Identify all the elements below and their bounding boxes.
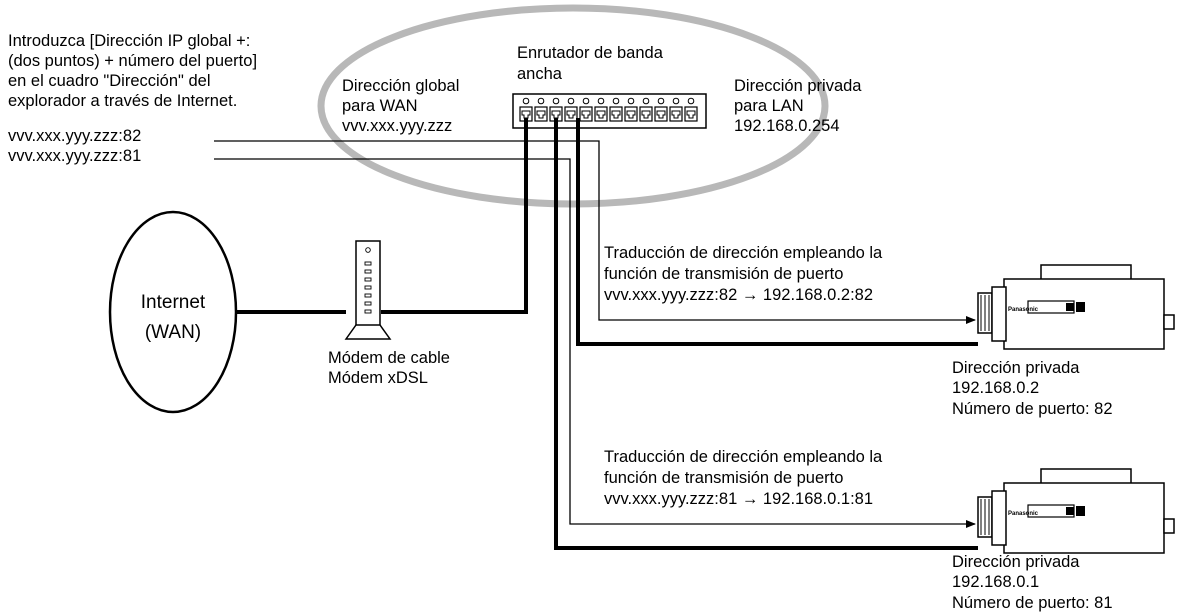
- thick-cables: [236, 118, 978, 550]
- wan-address-line-2: para WAN: [342, 97, 418, 115]
- translation-82-line-1: Traducción de dirección empleando la: [604, 244, 883, 262]
- lan-address-line-1: Dirección privada: [734, 77, 862, 95]
- translation-81-line-3: vvv.xxx.yyy.zzz:81 → 192.168.0.1:81: [604, 490, 873, 508]
- router-led-row: [522, 97, 695, 105]
- camera-bottom-ip: 192.168.0.1: [952, 573, 1039, 591]
- modem-label-line-1: Módem de cable: [328, 349, 450, 367]
- lan-address-line-3: 192.168.0.254: [734, 117, 840, 135]
- router-label-line-1: Enrutador de banda: [517, 44, 664, 62]
- cable-router-to-camera-81: [554, 118, 978, 550]
- camera-top-address-label: Dirección privada: [952, 359, 1080, 377]
- camera-bottom-address-label: Dirección privada: [952, 553, 1080, 571]
- camera-bottom: Panasonic: [977, 468, 1175, 554]
- translation-82-line-2: función de transmisión de puerto: [604, 265, 843, 283]
- lan-address-line-2: para LAN: [734, 97, 804, 115]
- url-port-82: vvv.xxx.yyy.zzz:82: [8, 127, 141, 145]
- internet-oval: [108, 210, 238, 414]
- broadband-router: [512, 93, 707, 129]
- url-port-81: vvv.xxx.yyy.zzz:81: [8, 147, 141, 165]
- instructions-line-2: (dos puntos) + número del puerto]: [8, 52, 257, 70]
- cable-router-to-camera-82: [576, 118, 978, 346]
- internet-sub-label: (WAN): [145, 322, 201, 343]
- instructions-line-4: explorador a través de Internet.: [8, 92, 237, 110]
- translation-81-line-1: Traducción de dirección empleando la: [604, 448, 883, 466]
- translation-82-line-3: vvv.xxx.yyy.zzz:82 → 192.168.0.2:82: [604, 286, 873, 304]
- wan-address-line-3: vvv.xxx.yyy.zzz: [342, 117, 452, 135]
- wan-address-line-1: Dirección global: [342, 77, 459, 95]
- camera-top: Panasonic: [977, 264, 1175, 350]
- camera-bottom-port: Número de puerto: 81: [952, 594, 1113, 612]
- camera-top-ip: 192.168.0.2: [952, 379, 1039, 397]
- camera-bottom-brand: Panasonic: [1008, 511, 1039, 517]
- cable-router-to-modem: [381, 118, 528, 314]
- instructions-line-1: Introduzca [Dirección IP global +:: [8, 32, 250, 50]
- logical-paths: [214, 140, 976, 528]
- translation-81-line-2: función de transmisión de puerto: [604, 469, 843, 487]
- path-port-81: [214, 158, 976, 528]
- modem-label-line-2: Módem xDSL: [328, 369, 428, 387]
- modem-device: [344, 240, 392, 340]
- router-label-line-2: ancha: [517, 65, 563, 83]
- camera-top-port: Número de puerto: 82: [952, 400, 1113, 418]
- instructions-line-3: en el cuadro "Dirección" del: [8, 72, 211, 90]
- instructions-block: Introduzca [Dirección IP global +: (dos …: [8, 32, 257, 110]
- router-highlight-ellipse: [317, 4, 829, 208]
- internet-label: Internet: [141, 292, 206, 313]
- path-port-82: [214, 140, 976, 324]
- camera-top-brand: Panasonic: [1008, 307, 1039, 313]
